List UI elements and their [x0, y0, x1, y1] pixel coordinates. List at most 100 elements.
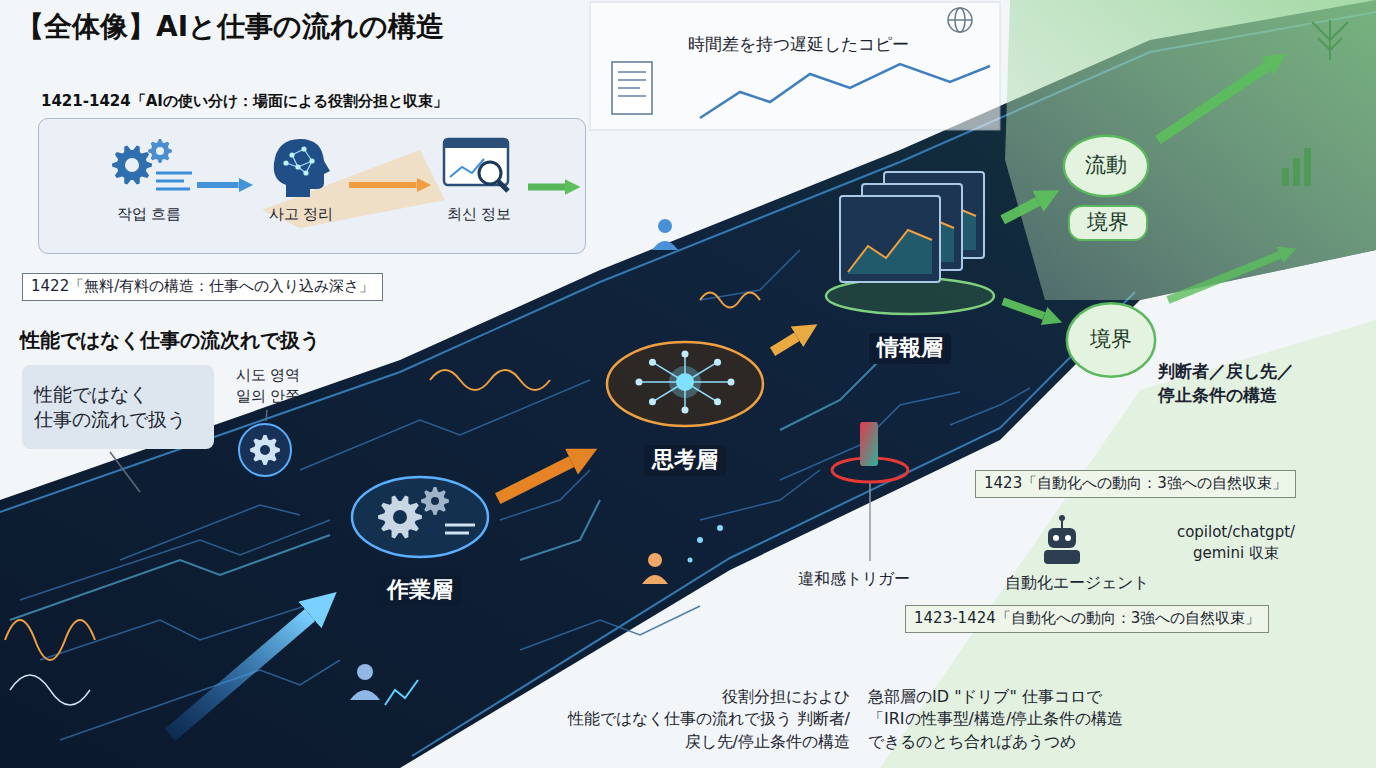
illustration-part [607, 342, 763, 426]
illustration-part [649, 398, 656, 405]
illustration-part [445, 524, 475, 527]
illustration-part [520, 606, 700, 650]
footnote: 役割分担におよひ 性能ではなく仕事の流れで扱う 判断者/戻し先/停止条件の構造 [560, 686, 850, 753]
robot-icon [1044, 515, 1080, 564]
illustration-part [652, 241, 678, 250]
signal-wave [5, 620, 95, 660]
illustration-part [309, 158, 314, 163]
boundary-box: 境界 [1068, 205, 1148, 241]
discomfort-trigger-marker [832, 422, 908, 561]
note-box: 1423「自動化への動向：3強への自然収束」 [975, 470, 1296, 498]
ellipse-shape [1067, 303, 1155, 377]
illustration-part [869, 482, 871, 561]
layer-name: 作業層 [379, 575, 461, 606]
gear-shape [250, 435, 280, 465]
illustration-part [1044, 550, 1080, 564]
leader-line [266, 410, 267, 421]
illustration-part [1059, 515, 1065, 521]
illustration-part [826, 278, 994, 314]
illustration-part [445, 532, 469, 535]
illustration-part [520, 500, 600, 560]
illustration-part [948, 8, 972, 32]
layer-node: 情報層 [820, 168, 1000, 368]
note-box: 1422「無料/有料の構造：仕事への入り込み深さ」 [22, 273, 383, 301]
illustration-part [120, 505, 300, 560]
illustration-part [658, 219, 672, 233]
illustration-part [1282, 168, 1289, 186]
illustration-part [352, 477, 488, 557]
illustration-part [498, 181, 508, 191]
node-icon [345, 465, 495, 565]
output-arrow [528, 184, 565, 191]
illustration-part [393, 510, 407, 524]
illustration-part [156, 172, 192, 175]
illustration-part [1048, 528, 1076, 548]
structure-label: 判断者／戻し先／停止条件の構造 [1158, 360, 1300, 408]
layer-node: 思考層 [600, 330, 770, 480]
illustration-part [431, 497, 439, 505]
tree-icon [1312, 20, 1348, 60]
illustration-part [148, 139, 172, 163]
illustration-part [444, 139, 508, 185]
panel-ground [38, 118, 586, 254]
illustration-part [682, 351, 689, 358]
illustration-part [642, 575, 668, 584]
signal-wave [430, 370, 550, 390]
illustration-part [303, 170, 308, 175]
illustration-part [421, 487, 449, 515]
icon-step: 작업 흐름 [104, 133, 194, 237]
circuit-lines [20, 250, 1030, 740]
layer-node: 作業層 [345, 465, 495, 610]
illustration-part [649, 359, 656, 366]
area-note: 시도 영역 일의 안쪽 [226, 365, 310, 407]
network-dots [688, 525, 724, 563]
illustration-part [479, 162, 501, 184]
node-icon [600, 330, 770, 435]
gear-icon [250, 435, 280, 465]
note-box: 1423-1424「自動化への動向：3強への自然収束」 [905, 605, 1269, 633]
illustration-part [728, 379, 735, 386]
input-arrow [170, 615, 310, 735]
boundary-circle: 境界 [1065, 300, 1157, 380]
illustration-part [1061, 520, 1063, 528]
illustration-part [717, 525, 723, 531]
node-text: 1423「自動化への動向：3強への自然収束」 [984, 474, 1287, 494]
illustration-part [274, 139, 330, 197]
panel-heading: 1421-1424「AIの使い分け：場面による役割分担と収束」 [41, 92, 448, 112]
illustration-part [669, 366, 701, 398]
illustration-part [1312, 20, 1348, 60]
illustration-part [688, 558, 693, 563]
illustration-part [112, 146, 152, 185]
node-text: 사고 정리 [269, 205, 334, 225]
illustration-part [714, 359, 721, 366]
illustration-part [385, 680, 418, 705]
illustration-part [350, 690, 380, 700]
node-icon [256, 133, 346, 199]
illustration-part [636, 379, 643, 386]
illustration-part [950, 388, 1030, 425]
person-chart-icon [350, 664, 418, 705]
growth-arrow [1168, 255, 1280, 300]
illustration-part [357, 664, 373, 680]
illustration-part [1065, 535, 1071, 541]
group-panel: 1421-1424「AIの使い分け：場面による役割分担と収束」작업 흐름사고 정… [38, 118, 586, 254]
illustration-part [1293, 158, 1300, 186]
flow-connector [349, 182, 417, 188]
node-icon [434, 133, 524, 199]
trigger-label: 違和感トリガー [798, 568, 910, 590]
gear-badge [239, 424, 291, 476]
illustration-part [20, 520, 330, 600]
node-text: 境界 [1087, 209, 1129, 236]
node-text: 1423-1424「自動化への動向：3強への自然収束」 [914, 609, 1260, 629]
illustration-part [618, 87, 640, 89]
copy-panel [590, 2, 1000, 130]
illustration-part [300, 380, 590, 470]
band-edge [412, 292, 1135, 756]
illustration-part [676, 373, 694, 391]
illustration-part [295, 164, 300, 169]
flow-circle: 流動 [1062, 133, 1150, 199]
illustration-part [156, 180, 184, 183]
layer-name: 思考層 [644, 445, 726, 476]
growth-arrow [1158, 66, 1268, 140]
